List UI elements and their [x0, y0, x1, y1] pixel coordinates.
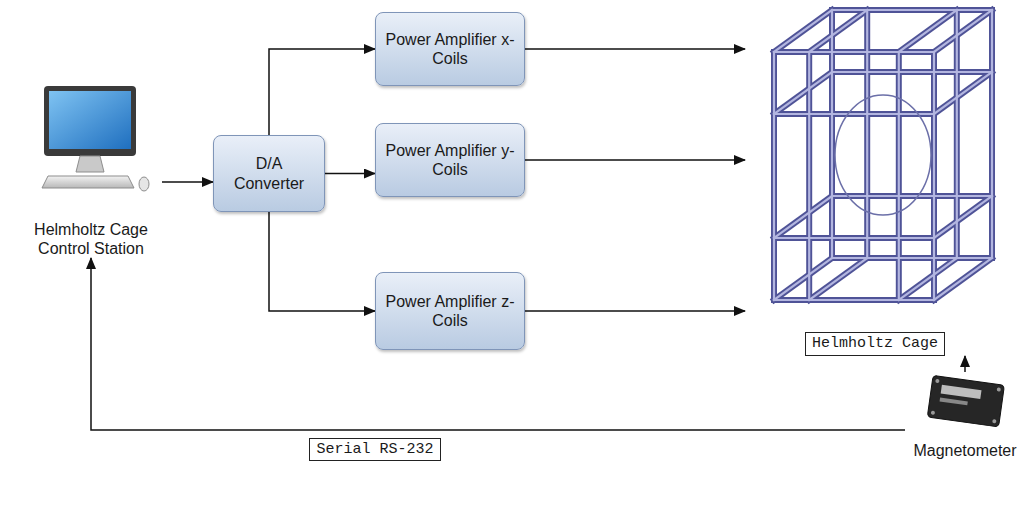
control-station: Helmholtz Cage Control Station: [20, 80, 162, 258]
cage-frame-tube: [773, 52, 775, 300]
cage-frame-tube: [774, 299, 934, 301]
cage-frame-tube: [771, 52, 777, 300]
computer-icon: [42, 86, 149, 191]
helmholtz-cage: Helmholtz Cage: [745, 0, 1005, 356]
cage-frame-tube: [774, 196, 832, 238]
cage-frame-tube: [934, 196, 992, 238]
node-label: Power Amplifier x-Coils: [383, 30, 517, 68]
cage-frame-tube: [934, 258, 992, 300]
cage-frame-tube: [832, 71, 992, 73]
mouse: [139, 177, 149, 191]
signal-arrow: [325, 173, 375, 175]
cage-frame-tube: [809, 10, 867, 52]
process-box: Power Amplifier x-Coils: [375, 12, 525, 86]
node-label: Power Amplifier y-Coils: [383, 141, 517, 179]
cage-frame-tube: [774, 51, 934, 53]
node-label: D/A Converter: [223, 154, 315, 192]
cage-frame-tube: [774, 10, 832, 52]
signal-arrow: [91, 258, 905, 430]
cage-frame-tube: [774, 196, 832, 238]
magnetometer-body: [927, 375, 1004, 427]
signal-arrow: [964, 356, 966, 372]
monitor-stand: [76, 156, 104, 172]
node-label: Power Amplifier z-Coils: [383, 292, 517, 330]
cage-frame-tube: [866, 10, 868, 258]
cage-frame-tube: [991, 10, 993, 258]
cage-frame-tube: [774, 72, 832, 114]
monitor-screen: [49, 91, 131, 149]
mount-screw: [935, 379, 940, 384]
monitor-bezel: [44, 86, 136, 156]
cage-frame-tube: [933, 52, 935, 300]
cage-frame-tube: [989, 10, 995, 258]
magnetometer-sticker: [941, 385, 982, 399]
mount-screw: [931, 410, 936, 415]
cage-frame-tube: [809, 258, 867, 300]
signal-arrow: [525, 159, 745, 161]
magnetometer-device: [927, 375, 1004, 427]
process-box: Power Amplifier z-Coils: [375, 272, 525, 350]
cage-frame-tube: [832, 9, 992, 11]
cage-frame-tube: [934, 72, 992, 114]
cage-frame-tube: [809, 258, 867, 300]
cage-frame-tube: [899, 10, 957, 52]
cage-frame-tube: [934, 72, 992, 114]
cage-frame-tube: [899, 258, 957, 300]
cage-frame-tube: [956, 10, 958, 258]
mount-screw: [997, 387, 1002, 392]
node-label: Helmholtz Cage Control Station: [22, 220, 160, 258]
cage-frame-tube: [934, 258, 992, 300]
keyboard: [42, 176, 134, 188]
mount-screw: [992, 419, 997, 424]
process-box: D/A Converter: [213, 135, 325, 212]
cage-frame-tube: [934, 10, 992, 52]
cage-frame-tube: [832, 257, 992, 259]
cage-frame-tube: [832, 195, 992, 197]
cage-frame-tube: [832, 69, 992, 75]
cage-frame-tube: [864, 10, 870, 258]
cage-frame-tube: [896, 52, 902, 300]
signal-arrow: [162, 181, 213, 183]
cage-frame-tube: [809, 10, 867, 52]
cage-frame-tube: [774, 258, 832, 300]
signal-arrow: [525, 48, 745, 50]
cage-frame-tube: [774, 10, 832, 52]
cage-frame-tube: [774, 111, 934, 117]
magnetometer: Magnetometer: [905, 372, 1025, 460]
magnetometer-sticker: [940, 398, 968, 406]
cage-frame-tube: [774, 237, 934, 239]
cage-frame-tube: [832, 193, 992, 199]
test-platform: [835, 95, 931, 215]
cage-frame-tube: [832, 7, 992, 13]
cage-frame-tube: [774, 235, 934, 241]
cage-frame-tube: [899, 10, 957, 52]
cage-frame-tube: [898, 52, 900, 300]
cage-frame-tube: [934, 196, 992, 238]
cage-frame-tube: [831, 10, 833, 258]
cage-frame-tube: [934, 10, 992, 52]
cage-frame-tube: [899, 258, 957, 300]
signal-arrow: [269, 49, 375, 135]
edge-label: Serial RS-232: [309, 438, 440, 461]
cage-frame-tube: [774, 49, 934, 55]
cage-label: Helmholtz Cage: [805, 332, 945, 356]
cage-frame-tube: [829, 10, 835, 258]
helmholtz-cage-illustration: [774, 10, 992, 300]
cage-frame-tube: [774, 258, 832, 300]
cage-frame-tube: [832, 255, 992, 261]
cage-frame-tube: [774, 113, 934, 115]
signal-arrow: [525, 310, 745, 312]
cage-frame-tube: [931, 52, 937, 300]
cage-frame-tube: [774, 72, 832, 114]
process-box: Power Amplifier y-Coils: [375, 123, 525, 197]
cage-frame-tube: [774, 297, 934, 303]
node-label: Magnetometer: [913, 441, 1016, 460]
signal-arrow: [269, 212, 375, 311]
